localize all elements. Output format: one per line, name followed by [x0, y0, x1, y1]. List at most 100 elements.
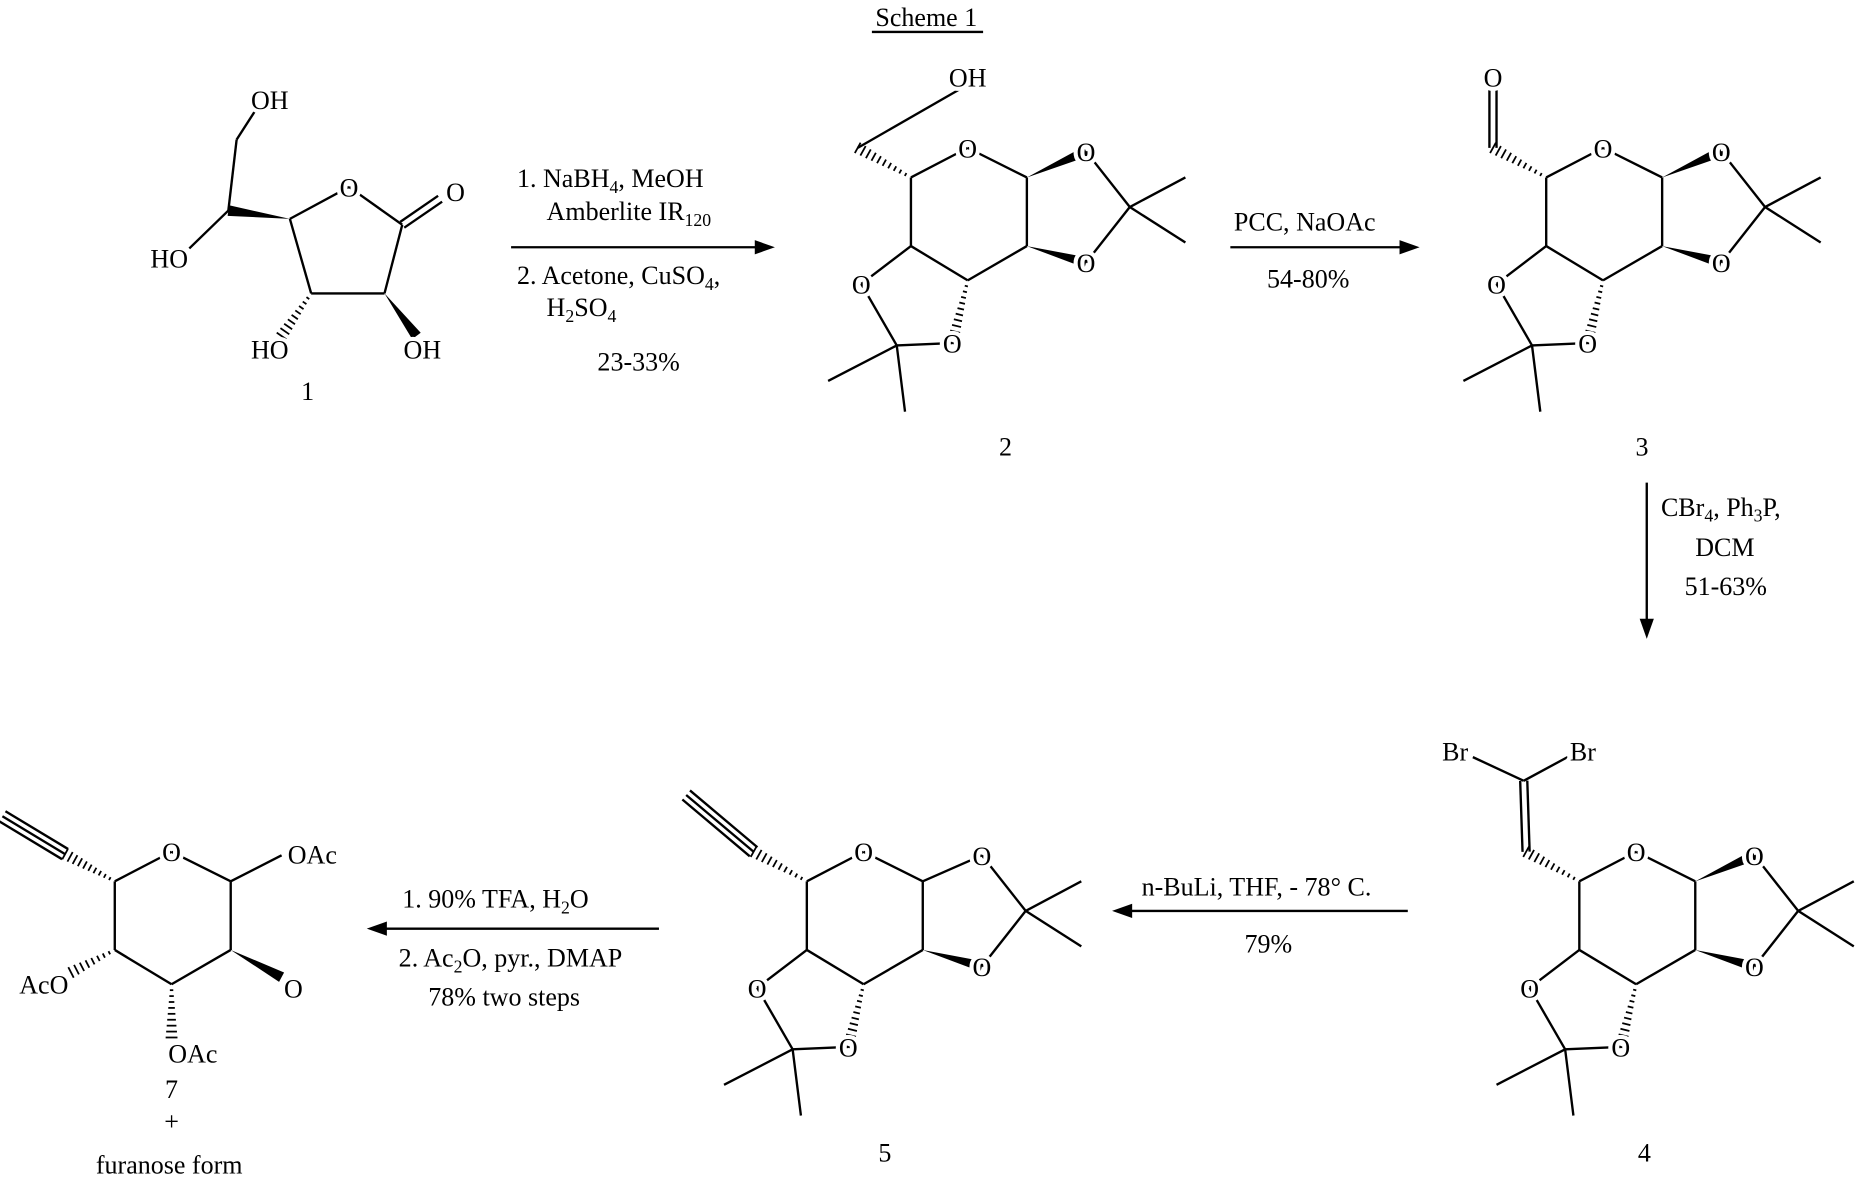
hydroxyl-label: OH [251, 86, 289, 115]
arrow-step-4 [1112, 904, 1408, 918]
scheme-title: Scheme 1 [875, 3, 977, 32]
carbonyl-oxygen: O [446, 178, 465, 207]
step3-reagent-line1: CBr4, Ph3P, [1661, 493, 1781, 526]
arrow-step-3 [1640, 483, 1654, 639]
methyl-bond [1130, 207, 1186, 242]
methyl-bond [1497, 1049, 1566, 1084]
ring-bond [911, 246, 968, 280]
ring-oxygen: O [162, 838, 181, 867]
ring-oxygen: O [854, 838, 873, 867]
ring-bond [1579, 950, 1636, 984]
step5-yield: 78% two steps [428, 983, 580, 1012]
step4-yield: 79% [1245, 929, 1293, 958]
compound-7-label: 7 [165, 1075, 178, 1104]
wedge-bond [228, 205, 290, 219]
step1-reagent-line1: 1. NaBH4, MeOH [517, 164, 704, 197]
methyl-bond [828, 345, 897, 380]
ring-oxygen: O [1594, 134, 1613, 163]
bond [228, 140, 236, 211]
ring-bond [1603, 246, 1662, 280]
ring-oxygen: O [1627, 838, 1646, 867]
step1-yield: 23-33% [597, 347, 679, 376]
ring-bond [1546, 246, 1603, 280]
hydroxyl-label: OH [949, 63, 987, 92]
atom-labels-layer: OOOOOOHOOOOOOOOOOOBrBrOOOOOOOHOOHHOOHOOA… [19, 63, 1764, 1068]
oxygen-label: O [1611, 1033, 1630, 1062]
oxygen-label: O [1712, 249, 1731, 278]
bond [189, 211, 228, 249]
hydroxyl-label: HO [251, 335, 289, 364]
step3-yield: 51-63% [1685, 572, 1767, 601]
ring-bond [290, 219, 311, 294]
hashed-bond [277, 297, 310, 339]
methyl-bond [1463, 345, 1532, 380]
methyl-bond [1026, 911, 1082, 946]
methyl-bond [1798, 911, 1854, 946]
oxygen-label: O [284, 974, 303, 1003]
compound-2-label: 2 [999, 432, 1012, 461]
ring-bond [172, 950, 231, 984]
arrow-step-5 [367, 922, 659, 936]
methyl-bond [1130, 177, 1186, 207]
oxygen-label: O [1745, 953, 1764, 982]
methyl-bond [1765, 207, 1821, 242]
furanose-note: furanose form [96, 1151, 243, 1180]
triple-bond [682, 800, 749, 857]
bond [858, 89, 961, 148]
methyl-bond [1798, 881, 1854, 911]
hashed-bond [166, 990, 178, 1037]
acetate-label: OAc [168, 1039, 217, 1068]
compound-1-label: 1 [301, 377, 314, 406]
acetate-label: OAc [288, 841, 337, 870]
oxygen-label: O [1745, 842, 1764, 871]
methyl-bond [1026, 881, 1082, 911]
bond [1473, 757, 1524, 781]
hashed-bond [68, 951, 110, 978]
hashed-bond [1523, 847, 1575, 880]
step2-yield: 54-80% [1267, 264, 1349, 293]
oxygen-label: O [1712, 138, 1731, 167]
methyl-bond [897, 345, 905, 411]
arrow-step-1 [511, 240, 775, 254]
bond [231, 855, 282, 881]
wedge-bond [385, 293, 421, 339]
oxygen-label: O [973, 953, 992, 982]
vinyl-double-bond [1527, 781, 1529, 852]
compound-3-label: 3 [1636, 432, 1649, 461]
methyl-bond [793, 1049, 801, 1115]
ring-oxygen: O [958, 134, 977, 163]
carbonyl-oxygen: O [1484, 63, 1503, 92]
oxygen-label: O [943, 330, 962, 359]
step1-reagent-line4: H2SO4 [547, 293, 617, 326]
bromine-label: Br [1570, 738, 1596, 767]
step5-reagent-line2: 2. Ac2O, pyr., DMAP [399, 944, 623, 977]
triple-bond [2, 816, 65, 854]
triple-bond [686, 795, 753, 852]
step1-reagent-line2: Amberlite IR120 [547, 197, 712, 230]
step3-solvent: DCM [1695, 533, 1754, 562]
oxygen-label: O [1077, 249, 1096, 278]
ring-bond [968, 246, 1027, 280]
hashed-bond [855, 143, 907, 176]
step2-reagents: PCC, NaOAc [1234, 208, 1376, 237]
oxygen-label: O [1077, 138, 1096, 167]
oxygen-label: O [1578, 330, 1597, 359]
ring-bond [115, 950, 172, 984]
plus-sign: + [164, 1107, 179, 1136]
vinyl-double-bond [1520, 781, 1522, 852]
oxygen-label: O [1487, 270, 1506, 299]
methyl-bond [1565, 1049, 1573, 1115]
bond [1524, 757, 1568, 781]
acetate-label: AcO [19, 971, 68, 1000]
wedge-bond [231, 950, 284, 982]
oxygen-label: O [973, 842, 992, 871]
step5-reagent-line1: 1. 90% TFA, H2O [402, 884, 588, 917]
compound-5-label: 5 [878, 1139, 891, 1168]
bonds-layer [0, 89, 1854, 1116]
step1-reagent-line3: 2. Acetone, CuSO4, [517, 261, 720, 294]
oxygen-label: O [748, 974, 767, 1003]
compound-4-label: 4 [1638, 1139, 1651, 1168]
hydroxyl-label: OH [404, 335, 442, 364]
ring-oxygen: O [340, 173, 359, 202]
oxygen-label: O [852, 270, 871, 299]
